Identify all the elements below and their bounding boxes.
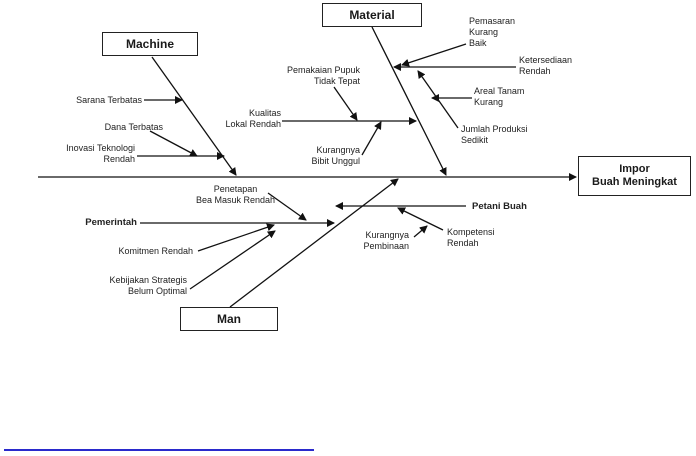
cause-jumlah: Jumlah Produksi Sedikit bbox=[461, 124, 528, 146]
cause-ketersediaan: Ketersediaan Rendah bbox=[519, 55, 572, 77]
cause-kebijakan-line1: Kebijakan Strategis bbox=[109, 275, 187, 285]
cause-penetapan-line2: Bea Masuk Rendah bbox=[196, 195, 276, 205]
cause-pemasaran: Pemasaran Kurang Baik bbox=[469, 16, 515, 49]
arrow-penetapan bbox=[267, 192, 307, 221]
arrow-pemasaran bbox=[401, 43, 467, 67]
cause-pemerintah: Pemerintah bbox=[85, 217, 137, 228]
cause-kualitas-line2: Lokal Rendah bbox=[225, 119, 281, 129]
cause-kompetensi: Kompetensi Rendah bbox=[447, 227, 495, 249]
cause-komitmen: Komitmen Rendah bbox=[118, 246, 193, 256]
arrow-pupuk bbox=[333, 86, 358, 121]
cause-kebijakan: Kebijakan Strategis Belum Optimal bbox=[109, 275, 187, 297]
category-man: Man bbox=[180, 307, 278, 331]
bone-material bbox=[371, 26, 447, 176]
cause-inovasi-line1: Inovasi Teknologi bbox=[66, 143, 135, 153]
cause-pemasaran-line3: Baik bbox=[469, 38, 487, 48]
cause-dana: Dana Terbatas bbox=[104, 122, 163, 132]
cause-pembinaan-line1: Kurangnya bbox=[365, 230, 409, 240]
bone-man bbox=[229, 178, 399, 308]
category-machine: Machine bbox=[102, 32, 198, 56]
cause-bibit: Kurangnya Bibit Unggul bbox=[311, 145, 360, 167]
arrow-kebijakan bbox=[189, 230, 276, 290]
arrow-bibit bbox=[361, 121, 382, 156]
cause-kebijakan-line2: Belum Optimal bbox=[127, 286, 187, 296]
arrow-pembinaan bbox=[413, 225, 428, 238]
cause-penetapan-line1: Penetapan bbox=[213, 184, 258, 194]
cause-inovasi-line2: Rendah bbox=[103, 154, 135, 164]
cause-kompetensi-line1: Kompetensi bbox=[447, 227, 495, 237]
cause-penetapan: Penetapan Bea Masuk Rendah bbox=[196, 184, 275, 206]
effect-box: Impor Buah Meningkat bbox=[578, 156, 691, 196]
cause-kualitas-line1: Kualitas bbox=[248, 108, 281, 118]
footer-underline bbox=[4, 449, 314, 451]
cause-jumlah-line2: Sedikit bbox=[461, 135, 489, 145]
cause-pembinaan: Kurangnya Pembinaan bbox=[363, 230, 409, 252]
arrow-kompetensi bbox=[397, 207, 444, 231]
cause-ketersediaan-line2: Rendah bbox=[519, 66, 551, 76]
cause-areal-line2: Kurang bbox=[474, 97, 504, 107]
effect-line2: Buah Meningkat bbox=[592, 176, 677, 188]
cause-areal-line1: Areal Tanam bbox=[474, 86, 525, 96]
arrow-komitmen bbox=[197, 223, 275, 252]
cause-kualitas: Kualitas Lokal Rendah bbox=[225, 108, 281, 130]
cause-pemasaran-line2: Kurang bbox=[469, 27, 499, 37]
cause-bibit-line1: Kurangnya bbox=[316, 145, 360, 155]
category-material: Material bbox=[322, 3, 422, 27]
cause-areal: Areal Tanam Kurang bbox=[474, 86, 524, 108]
cause-jumlah-line1: Jumlah Produksi bbox=[461, 124, 528, 134]
cause-kompetensi-line2: Rendah bbox=[447, 238, 479, 248]
cause-pembinaan-line2: Pembinaan bbox=[363, 241, 409, 251]
effect-line1: Impor bbox=[619, 163, 650, 175]
cause-pupuk-line2: Tidak Tepat bbox=[313, 76, 360, 86]
cause-pemasaran-line1: Pemasaran bbox=[469, 16, 516, 26]
cause-petani: Petani Buah bbox=[472, 201, 527, 212]
cause-pupuk: Pemakaian Pupuk Tidak Tepat bbox=[287, 65, 360, 87]
bone-machine bbox=[151, 56, 237, 176]
cause-bibit-line2: Bibit Unggul bbox=[311, 156, 360, 166]
cause-inovasi: Inovasi Teknologi Rendah bbox=[66, 143, 135, 165]
cause-pupuk-line1: Pemakaian Pupuk bbox=[286, 65, 360, 75]
arrow-jumlah bbox=[417, 70, 459, 129]
arrow-dana bbox=[149, 130, 198, 157]
cause-sarana: Sarana Terbatas bbox=[76, 95, 142, 105]
cause-ketersediaan-line1: Ketersediaan bbox=[519, 55, 573, 65]
